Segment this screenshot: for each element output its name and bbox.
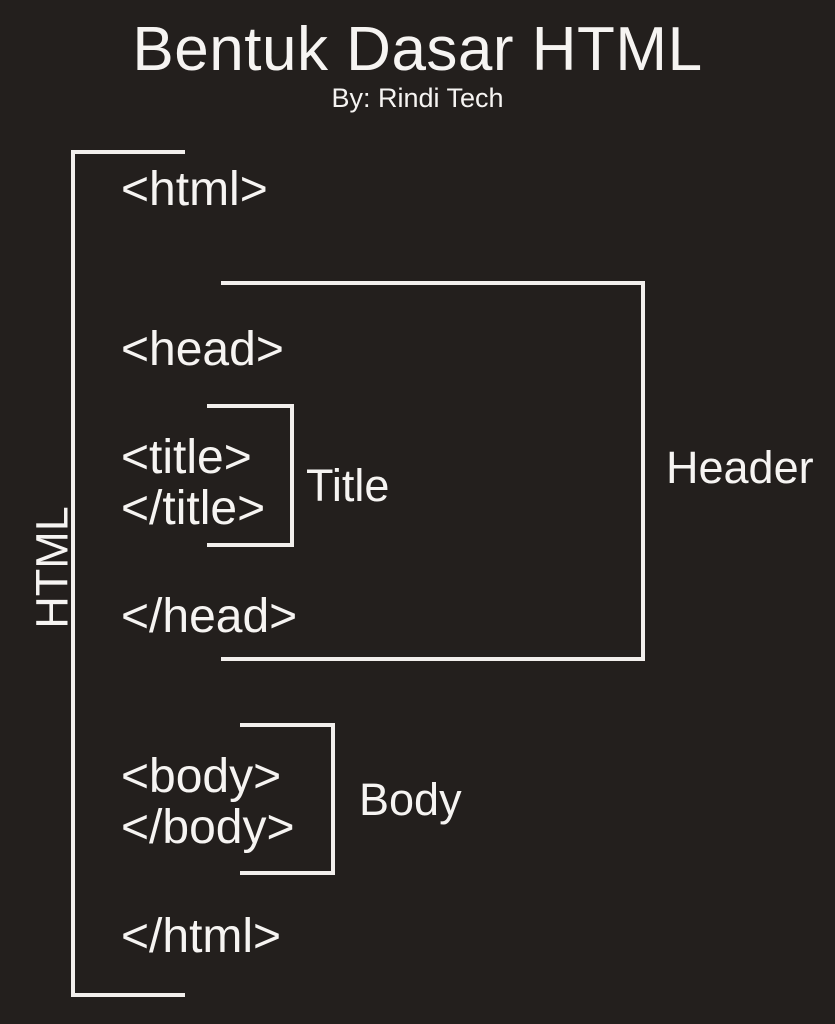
tag-body-open: <body> bbox=[121, 750, 282, 803]
page-subtitle-author: By: Rindi Tech bbox=[331, 83, 504, 113]
label-html: HTML bbox=[26, 506, 78, 629]
bracket-title bbox=[207, 404, 294, 547]
tag-html-close: </html> bbox=[121, 910, 282, 963]
tag-body-close: </body> bbox=[121, 801, 295, 854]
tag-head-close: </head> bbox=[121, 590, 298, 643]
tag-title-close: </title> bbox=[121, 482, 266, 535]
bracket-body bbox=[240, 723, 335, 875]
bracket-header bbox=[221, 281, 645, 661]
label-header: Header bbox=[666, 442, 814, 493]
tag-head-open: <head> bbox=[121, 323, 284, 376]
tag-html-open: <html> bbox=[121, 163, 268, 216]
label-title: Title bbox=[306, 460, 390, 511]
bracket-html bbox=[71, 150, 185, 997]
tag-title-open: <title> bbox=[121, 431, 252, 484]
page-title: Bentuk Dasar HTML bbox=[132, 15, 703, 84]
label-body: Body bbox=[359, 774, 462, 825]
